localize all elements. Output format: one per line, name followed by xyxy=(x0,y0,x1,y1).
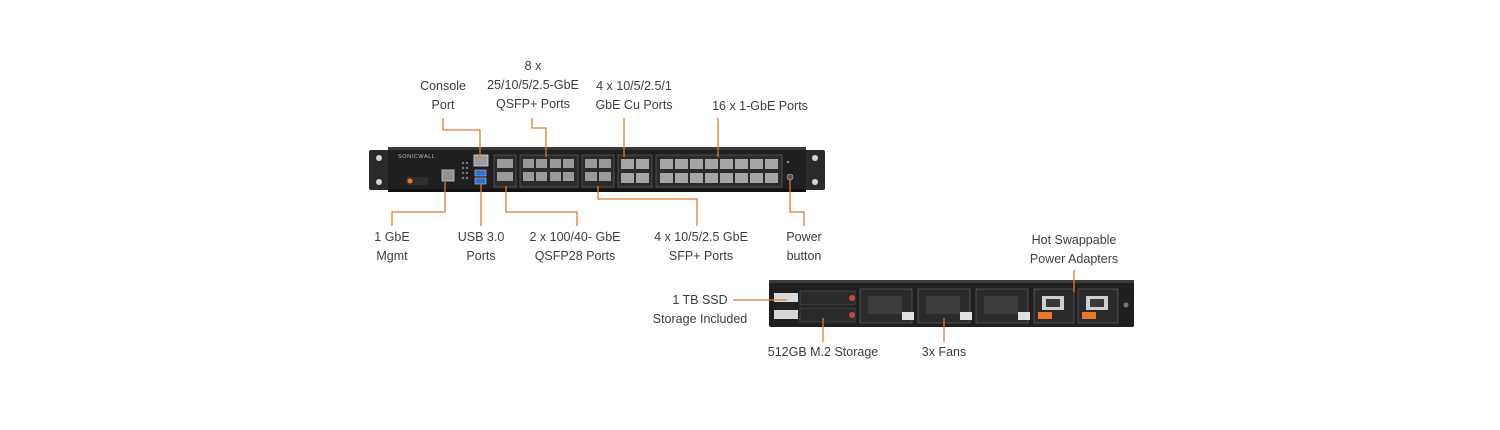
gbe-ports-label: 16 x 1-GbE Ports xyxy=(712,99,808,113)
fan-modules xyxy=(859,288,1030,324)
rear-leader-lines xyxy=(733,270,1075,342)
front-leader-lines xyxy=(391,118,805,226)
power-button-label: Power button xyxy=(786,230,822,263)
left-rack-ear xyxy=(369,150,391,190)
mgmt-port xyxy=(441,169,455,182)
mgmt-label: 1 GbE Mgmt xyxy=(374,230,410,263)
usb-label: USB 3.0 Ports xyxy=(457,230,505,263)
qsfp-plus-block xyxy=(519,154,579,188)
cu-ports-label: 4 x 10/5/2.5/1 GbE Cu Ports xyxy=(595,79,673,112)
sfp-plus-label: 4 x 10/5/2.5 GbE SFP+ Ports xyxy=(654,230,748,263)
storage-bays xyxy=(774,290,856,323)
qsfp28-label: 2 x 100/40- GbE QSFP28 Ports xyxy=(529,230,621,263)
console-port xyxy=(473,154,489,167)
ssd-label: 1 TB SSD Storage Included xyxy=(652,293,748,326)
status-leds xyxy=(461,161,469,180)
sfp-plus-block xyxy=(581,154,615,188)
console-port-label: Console Port xyxy=(420,79,466,112)
usb-port-2 xyxy=(474,177,487,185)
power-adapters-label: Hot Swappable Power Adapters xyxy=(1029,233,1119,266)
power-button xyxy=(786,173,794,181)
power-supplies xyxy=(1033,288,1129,324)
fans-label: 3x Fans xyxy=(921,345,967,359)
usb-port-1 xyxy=(474,169,487,177)
brand-logo: SONICWALL xyxy=(398,154,436,160)
right-rack-ear xyxy=(803,150,825,190)
cu-ports-block xyxy=(617,154,653,188)
qsfp-plus-label: 8 x 25/10/5/2.5-GbE QSFP+ Ports xyxy=(487,59,579,111)
m2-storage-label: 512GB M.2 Storage xyxy=(767,345,879,359)
gbe-ports-block xyxy=(655,154,783,188)
